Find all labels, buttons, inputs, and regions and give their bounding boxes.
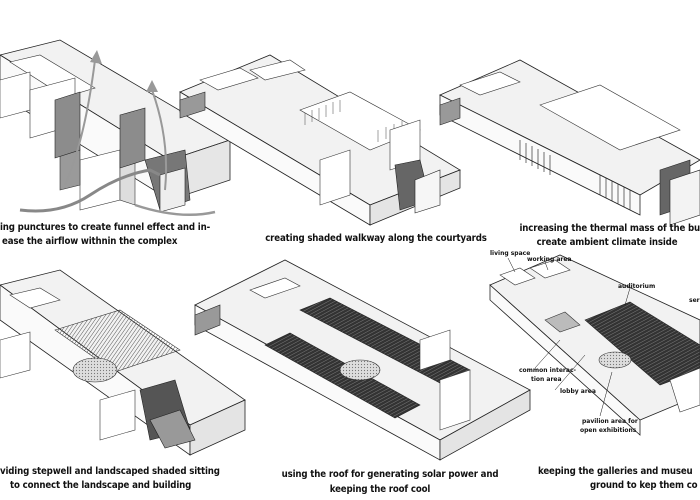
panel-6-caption-line-2: ground to kep them co (590, 480, 698, 491)
panel-5-caption-line-2: keeping the roof cool (329, 484, 431, 495)
label-living-space: living space (490, 250, 531, 257)
panel-4-caption-line-1: viding stepwell and landscaped shaded si… (0, 466, 220, 477)
panel-5-solar-roof (194, 259, 531, 461)
panel-3-caption-line-2: create ambient climate inside (536, 237, 678, 248)
label-common-interaction-line-2: tion area (531, 376, 562, 383)
panel-4-caption-line-2: to connect the landscape and building (10, 480, 192, 491)
panel-2-shaded-walkway (179, 54, 461, 226)
panel-6-galleries-section (489, 254, 700, 436)
panel-1-wind-punctures (0, 39, 231, 216)
panel-1-caption-line-2: ease the airflow withnin the complex (2, 236, 178, 247)
label-working-area: working area (527, 256, 572, 263)
label-ser: ser (689, 297, 700, 304)
label-lobby-area: lobby area (560, 388, 596, 395)
panel-5-caption-line-1: using the roof for generating solar powe… (281, 469, 499, 480)
label-pavilion-line-2: open exhibitions (580, 427, 637, 434)
panel-3-thermal-mass (439, 59, 700, 226)
label-auditorium: auditorium (618, 283, 656, 290)
panel-4-stepwell (0, 269, 246, 456)
panel-1-caption-line-1: ing punctures to create funnel effect an… (0, 222, 211, 233)
panel-2-caption: creating shaded walkway along the courty… (265, 233, 487, 244)
panel-6-caption-line-1: keeping the galleries and museu (538, 466, 693, 477)
label-pavilion-line-1: pavilion area for (582, 418, 638, 425)
panel-3-caption-line-1: increasing the thermal mass of the build… (519, 223, 700, 234)
label-common-interaction-line-1: common interac- (519, 367, 576, 374)
